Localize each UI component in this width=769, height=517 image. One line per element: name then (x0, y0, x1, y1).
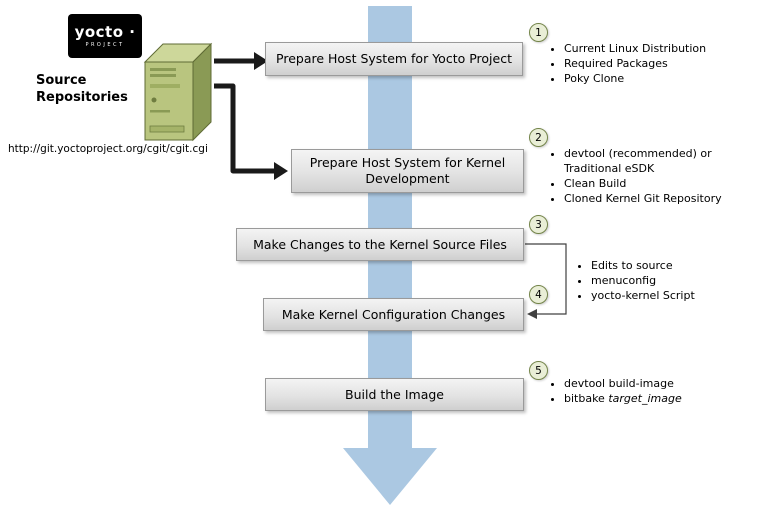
yocto-logo: yocto · PROJECT (68, 14, 142, 58)
step1-bullet-list: Current Linux Distribution Required Pack… (551, 41, 769, 86)
step-number-badge-2: 2 (529, 128, 548, 147)
bullet-text-italic: target_image (608, 392, 682, 405)
bullet-item: menuconfig (591, 273, 769, 288)
step-number-badge-1: 1 (529, 23, 548, 42)
source-repositories-url: http://git.yoctoproject.org/cgit/cgit.cg… (8, 143, 208, 155)
bullet-item: yocto-kernel Script (591, 288, 769, 303)
step-box-label: Make Changes to the Kernel Source Files (253, 236, 507, 252)
bullet-item: Clean Build (564, 176, 769, 191)
repo-to-step1-arrowhead (254, 52, 268, 70)
yocto-logo-subtitle: PROJECT (85, 42, 125, 48)
repo-to-step2-arrow-shaft (214, 83, 274, 174)
server-icon (143, 42, 213, 142)
step-box-prepare-host-kernel: Prepare Host System for Kernel Developme… (291, 149, 524, 193)
bullet-text-prefix: bitbake (564, 392, 609, 405)
step-box-make-source-changes: Make Changes to the Kernel Source Files (236, 228, 524, 261)
step-box-prepare-host-yocto: Prepare Host System for Yocto Project (265, 42, 523, 76)
steps-3-4-bullet-list: Edits to source menuconfig yocto-kernel … (578, 258, 769, 303)
step5-bullet-list: devtool build-image bitbake target_image (551, 376, 769, 406)
bullet-item: Cloned Kernel Git Repository (564, 191, 769, 206)
yocto-logo-title: yocto · (74, 23, 136, 41)
steps-3-4-bracket (525, 243, 567, 315)
step-box-make-config-changes: Make Kernel Configuration Changes (263, 298, 524, 331)
source-repositories-label: Source Repositories (36, 73, 128, 105)
bullet-item: Edits to source (591, 258, 769, 273)
bullet-item: bitbake target_image (564, 391, 769, 406)
step-number-badge-4: 4 (529, 285, 548, 304)
bullet-item: devtool build-image (564, 376, 769, 391)
step-box-build-image: Build the Image (265, 378, 524, 411)
bullet-item: Poky Clone (564, 71, 769, 86)
step-number-badge-5: 5 (529, 361, 548, 380)
bullet-item: Current Linux Distribution (564, 41, 769, 56)
steps-3-4-bracket-arrowhead (527, 309, 537, 319)
step-box-label: Prepare Host System for Yocto Project (276, 51, 512, 66)
repo-to-step2-arrowhead (274, 162, 288, 180)
step-box-label: Prepare Host System for Kernel Developme… (309, 155, 506, 186)
step-box-label: Build the Image (345, 386, 444, 402)
step2-bullet-list: devtool (recommended) or Traditional eSD… (551, 146, 769, 206)
bullet-item: devtool (recommended) or Traditional eSD… (564, 146, 769, 176)
step-number-badge-3: 3 (529, 215, 548, 234)
bullet-item: Required Packages (564, 56, 769, 71)
step-box-label: Make Kernel Configuration Changes (281, 306, 506, 322)
